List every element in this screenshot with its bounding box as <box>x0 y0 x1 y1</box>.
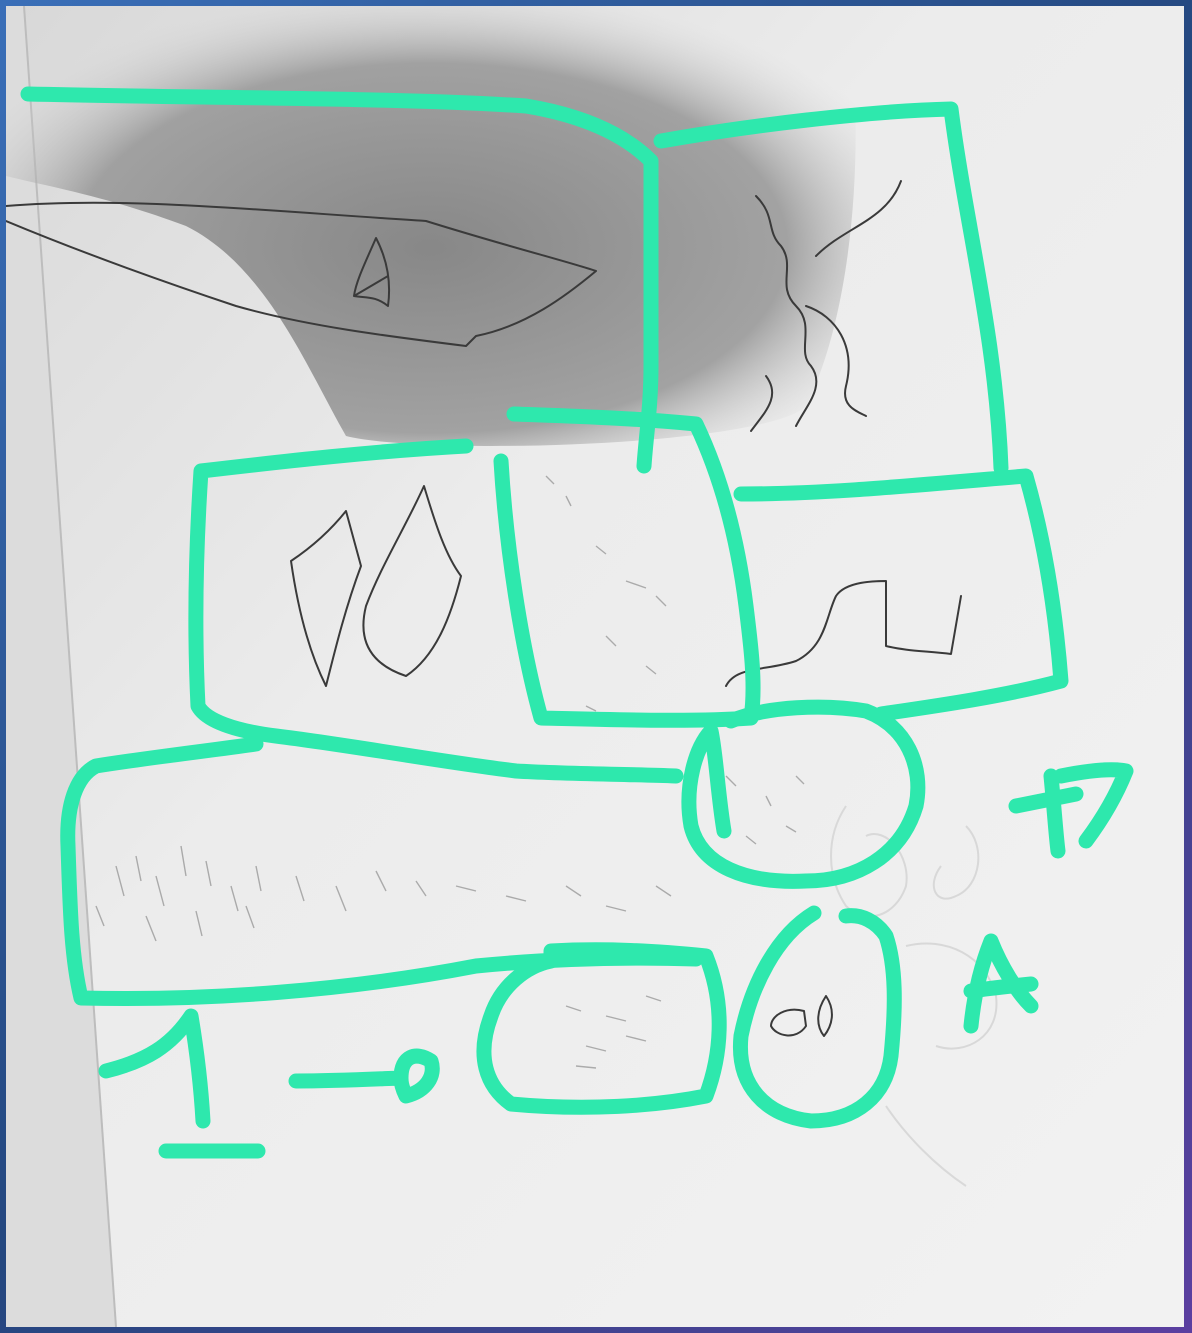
sketch-photo <box>6 6 1184 1327</box>
